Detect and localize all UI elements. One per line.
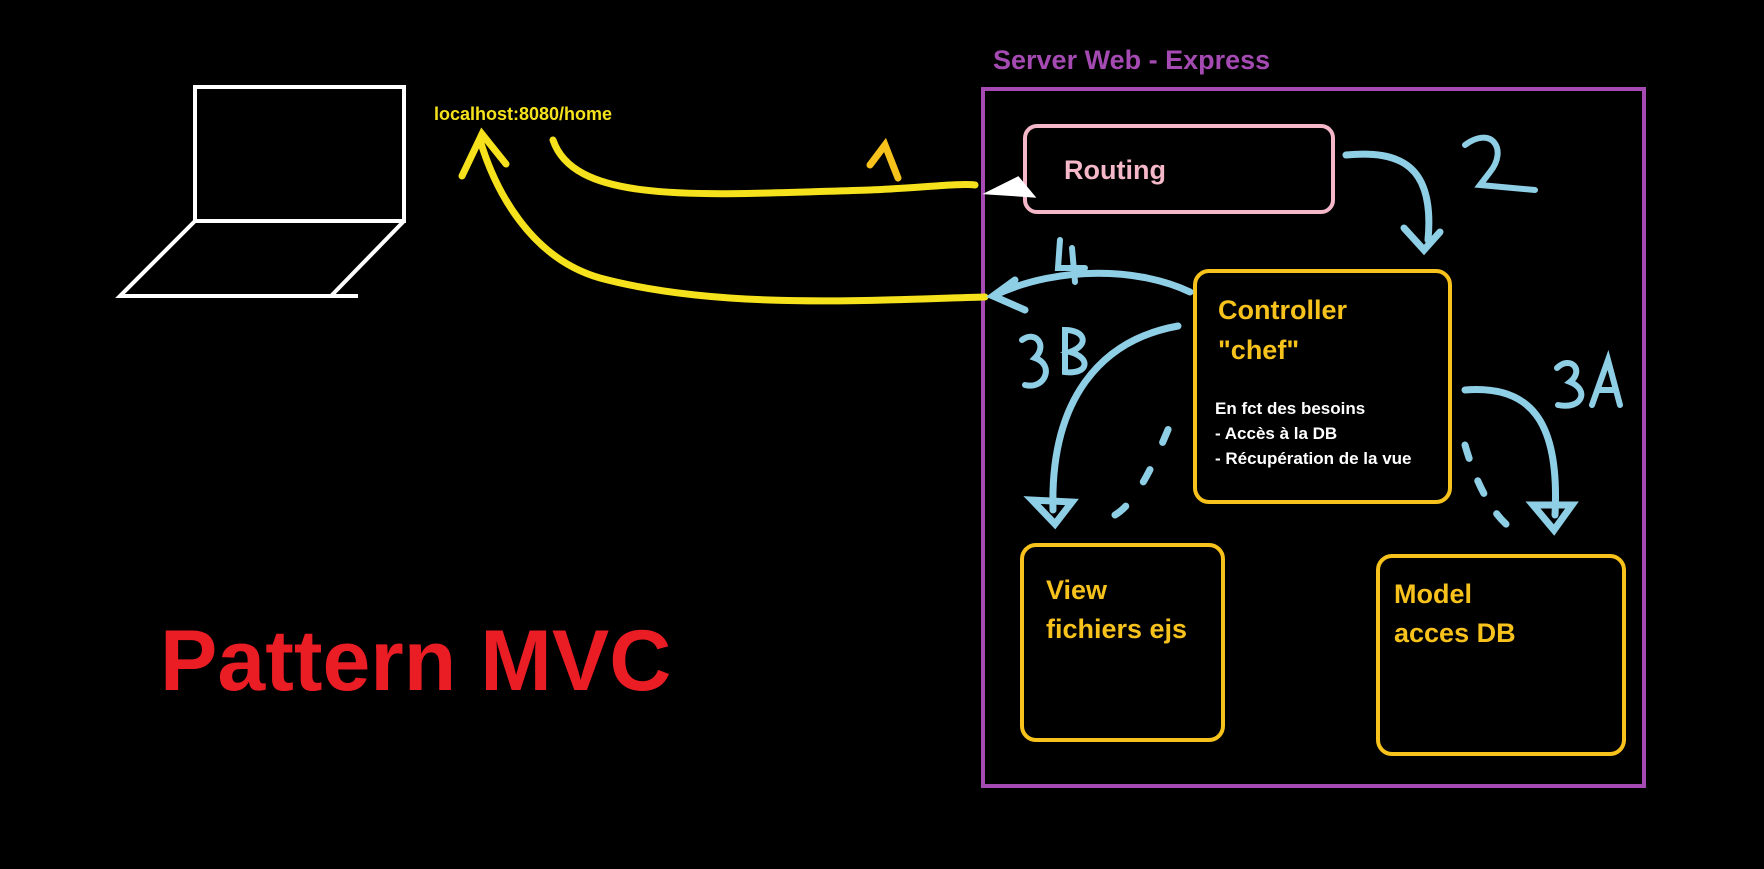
step-3a-mark xyxy=(1554,349,1623,409)
server-title: Server Web - Express xyxy=(993,45,1271,75)
laptop-icon xyxy=(115,85,406,298)
model-box xyxy=(1376,554,1626,756)
view-label-line-2: fichiers ejs xyxy=(1046,614,1188,644)
model-label: Model acces DB xyxy=(1394,575,1516,653)
step-2-mark xyxy=(1462,134,1538,193)
controller-notes: En fct des besoins - Accès à la DB - Réc… xyxy=(1215,396,1412,471)
model-return-dashes xyxy=(1461,441,1511,529)
step-4-mark xyxy=(1054,237,1088,285)
controller-to-model-arrow xyxy=(1461,386,1579,536)
step-1-mark xyxy=(866,137,902,182)
view-return-dashes xyxy=(1111,401,1182,519)
request-arrow xyxy=(549,136,979,198)
controller-title-line-2: "chef" xyxy=(1218,335,1300,365)
controller-to-view-arrow xyxy=(1023,322,1182,530)
view-label-line-1: View xyxy=(1046,575,1108,605)
page-title: Pattern MVC xyxy=(160,613,672,709)
controller-response-arrow xyxy=(986,269,1194,314)
controller-box xyxy=(1193,269,1452,504)
routing-label: Routing xyxy=(1064,155,1166,185)
response-arrow xyxy=(458,127,989,305)
step-3b-mark xyxy=(1019,326,1088,389)
model-label-line-1: Model xyxy=(1394,579,1472,609)
view-label: View fichiers ejs xyxy=(1046,571,1187,649)
routing-to-controller-arrow xyxy=(1342,150,1444,256)
request-url: localhost:8080/home xyxy=(434,104,613,124)
model-label-line-2: acces DB xyxy=(1394,618,1516,648)
controller-note: En fct des besoins xyxy=(1215,399,1366,418)
controller-title: Controller "chef" xyxy=(1218,290,1347,370)
view-box xyxy=(1020,543,1225,742)
controller-note: - Accès à la DB xyxy=(1215,424,1338,443)
routing-box xyxy=(1023,124,1335,214)
server-container xyxy=(981,87,1646,788)
request-arrowhead xyxy=(982,176,1037,198)
controller-title-line-1: Controller xyxy=(1218,295,1348,325)
controller-note: - Récupération de la vue xyxy=(1215,449,1412,468)
